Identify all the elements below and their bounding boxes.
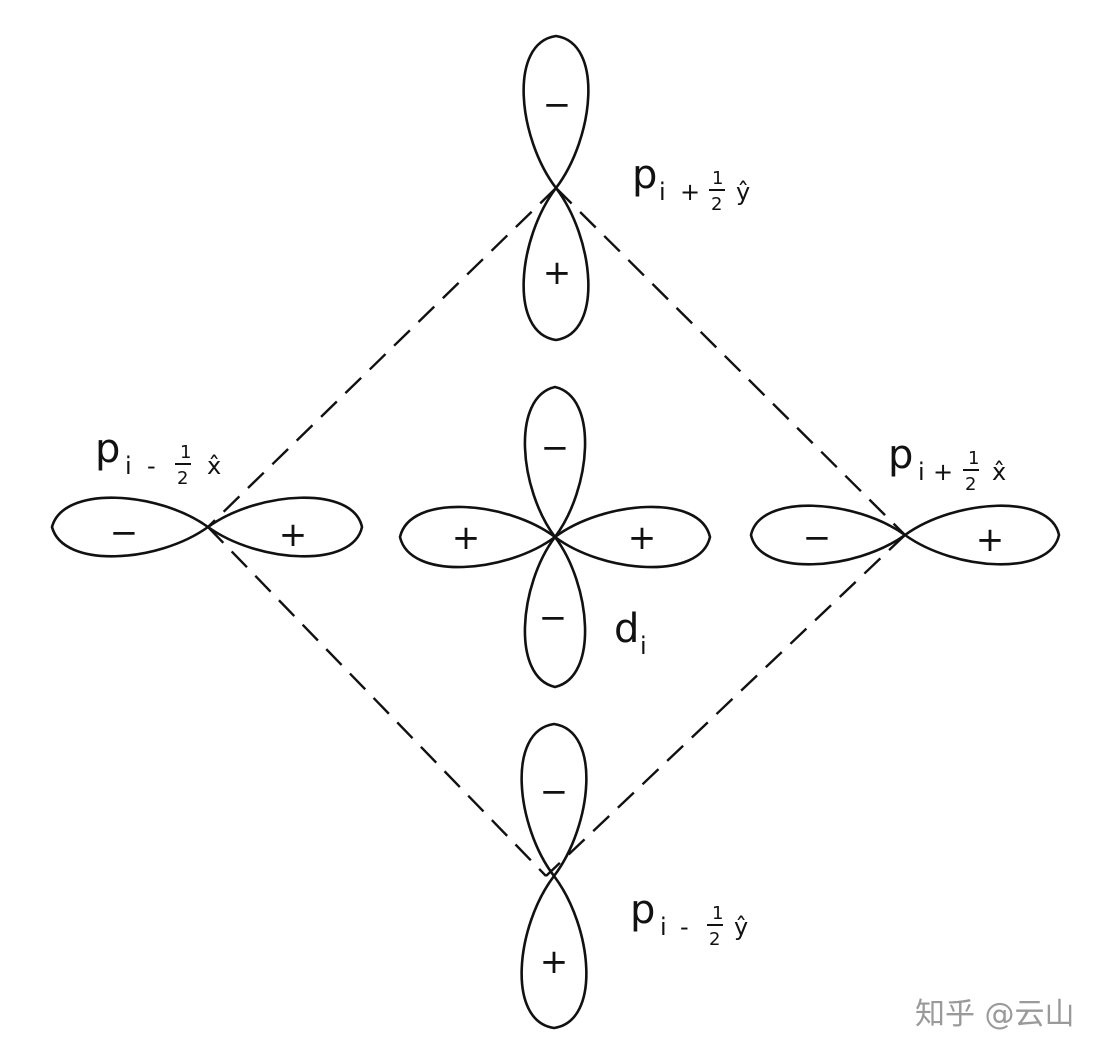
d-lobe-right [552,505,712,569]
sign-bottom-lower: + [540,942,569,982]
lobe-right-left [749,504,908,566]
lobe-bottom-upper [520,722,588,879]
label-p-bottom: p i - 1 2 ŷ [630,887,748,950]
label-p-right-i: i [918,458,925,486]
p-orbital-top [522,34,590,342]
label-p-left-den: 2 [177,468,188,489]
bond-top-right [555,187,906,536]
label-d-center-i: i [640,632,647,660]
label-p-bottom-i: i [660,913,667,941]
label-p-bottom-op: - [680,913,689,941]
label-p-bottom-base: p [630,887,655,933]
sign-center-top: − [541,428,570,468]
sign-bottom-upper: − [540,772,569,812]
lobe-left-left [50,496,211,558]
label-p-top-base: p [632,152,657,198]
sign-center-bottom: − [539,598,568,638]
label-d-center: d i [614,606,647,660]
label-p-top-i: i [659,178,666,206]
label-p-bottom-num: 1 [712,903,723,924]
label-p-right: p i + 1 2 x̂ [888,432,1006,495]
label-p-top-op: + [680,178,700,206]
sign-center-right: + [628,518,657,558]
sign-right-right: + [976,520,1005,560]
label-p-left-num: 1 [180,442,191,463]
p-orbital-right [749,504,1061,566]
label-p-right-vec: x̂ [992,458,1006,486]
bond-right-bottom [545,534,906,877]
label-p-left: p i - 1 2 x̂ [95,426,221,489]
sign-left-right: + [279,515,308,555]
label-p-bottom-den: 2 [709,929,720,950]
lobe-left-right [205,496,364,558]
lobe-right-right [902,504,1061,566]
label-p-bottom-vec: ŷ [734,913,748,941]
sign-right-left: − [803,518,832,558]
label-p-left-vec: x̂ [207,452,221,480]
d-lobe-bottom [523,534,587,689]
label-p-top-num: 1 [712,168,723,189]
watermark-text: 知乎 @云山 [915,997,1075,1032]
lobe-top-upper [522,34,590,191]
label-p-right-op: + [933,458,953,486]
p-orbital-bottom [520,722,588,1030]
sign-top-upper: − [543,85,572,125]
d-lobe-left [398,505,558,569]
sign-center-left: + [452,518,481,558]
label-p-right-base: p [888,432,913,478]
sign-left-left: − [110,513,139,553]
label-p-top: p i + 1 2 ŷ [632,152,750,215]
lobe-top-lower [522,185,590,342]
sign-top-lower: + [543,253,572,293]
bond-left-bottom [207,526,547,877]
label-p-left-base: p [95,426,120,472]
bond-lines [207,187,906,877]
label-p-right-num: 1 [968,448,979,469]
label-d-center-base: d [614,606,639,652]
d-lobe-top [523,385,587,540]
bond-top-left [207,187,557,528]
label-p-top-den: 2 [711,194,722,215]
label-p-top-vec: ŷ [736,178,750,206]
lobe-signs: − + − − + + − + − + − + [110,85,1005,982]
label-p-right-den: 2 [965,474,976,495]
label-p-left-op: - [147,452,156,480]
p-orbital-left [50,496,364,558]
lobe-bottom-lower [520,873,588,1030]
d-orbital-center [398,385,712,689]
label-p-left-i: i [125,452,132,480]
